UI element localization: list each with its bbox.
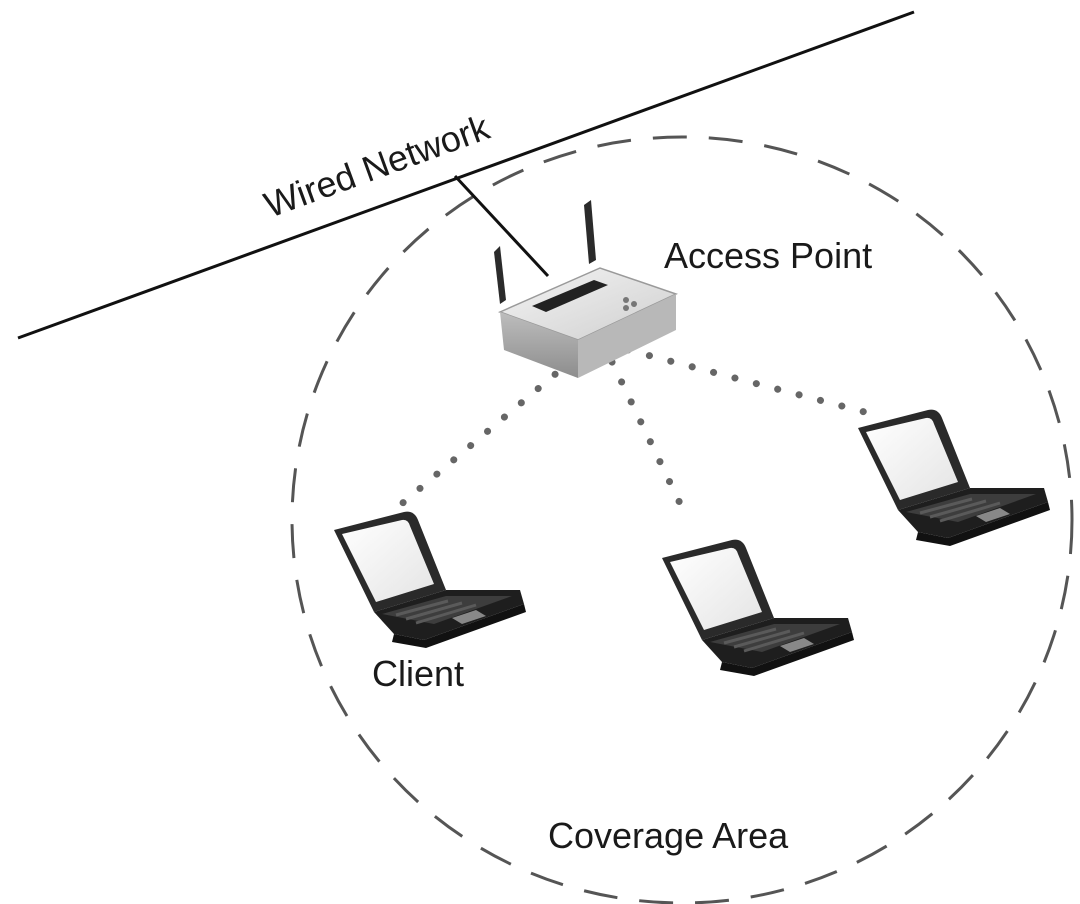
client-label: Client: [372, 653, 464, 694]
laptop-icon: [856, 408, 1052, 548]
access-point-label: Access Point: [664, 235, 872, 276]
laptop-icon: [660, 538, 856, 678]
wireless-link-client-1: [388, 356, 576, 516]
access-point-uplink-cable: [453, 174, 550, 278]
wired-network-line: [17, 10, 915, 340]
wireless-link-client-3: [624, 346, 884, 420]
laptop-icon: [332, 510, 528, 650]
wireless-router-icon: [494, 200, 678, 378]
wireless-link-client-2: [608, 358, 692, 524]
coverage-area-boundary: [290, 135, 1074, 904]
coverage-area-label: Coverage Area: [548, 815, 789, 856]
